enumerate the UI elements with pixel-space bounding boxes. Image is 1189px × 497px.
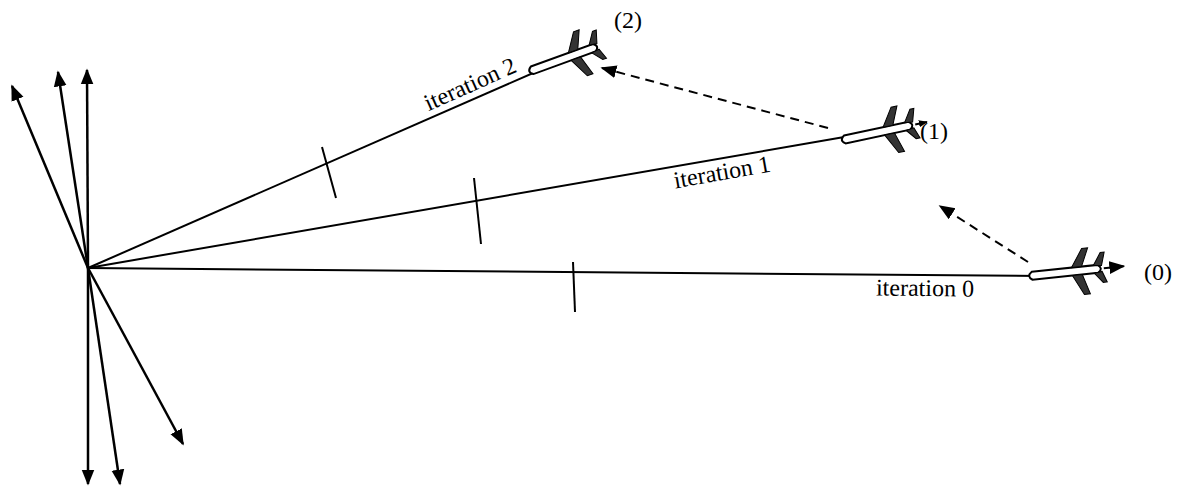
sight-line	[88, 136, 850, 268]
airplane-icon	[837, 101, 932, 164]
tick-mark	[322, 147, 336, 198]
axis-arrow	[88, 268, 120, 484]
tick-mark	[474, 178, 481, 244]
axis-arrow	[58, 72, 88, 268]
airplane-icon	[1027, 244, 1126, 300]
motion-arrow	[602, 68, 828, 128]
motion-arrow	[940, 206, 1028, 262]
axis-arrow	[12, 86, 88, 268]
iteration-label: iteration 1	[670, 150, 775, 193]
point-label: (0)	[1142, 259, 1174, 285]
airplane-icon	[522, 24, 610, 94]
tick-mark	[573, 262, 575, 312]
iteration-label: iteration 0	[874, 274, 976, 301]
motion-arrows	[602, 68, 1028, 262]
sight-line	[88, 70, 540, 268]
axis-arrow	[87, 70, 88, 268]
point-label: (1)	[918, 118, 950, 144]
axis-arrow	[87, 268, 90, 484]
sight-lines	[88, 70, 1040, 312]
point-label: (2)	[612, 7, 644, 33]
axis-arrows	[12, 70, 183, 484]
axis-arrow	[88, 268, 183, 444]
